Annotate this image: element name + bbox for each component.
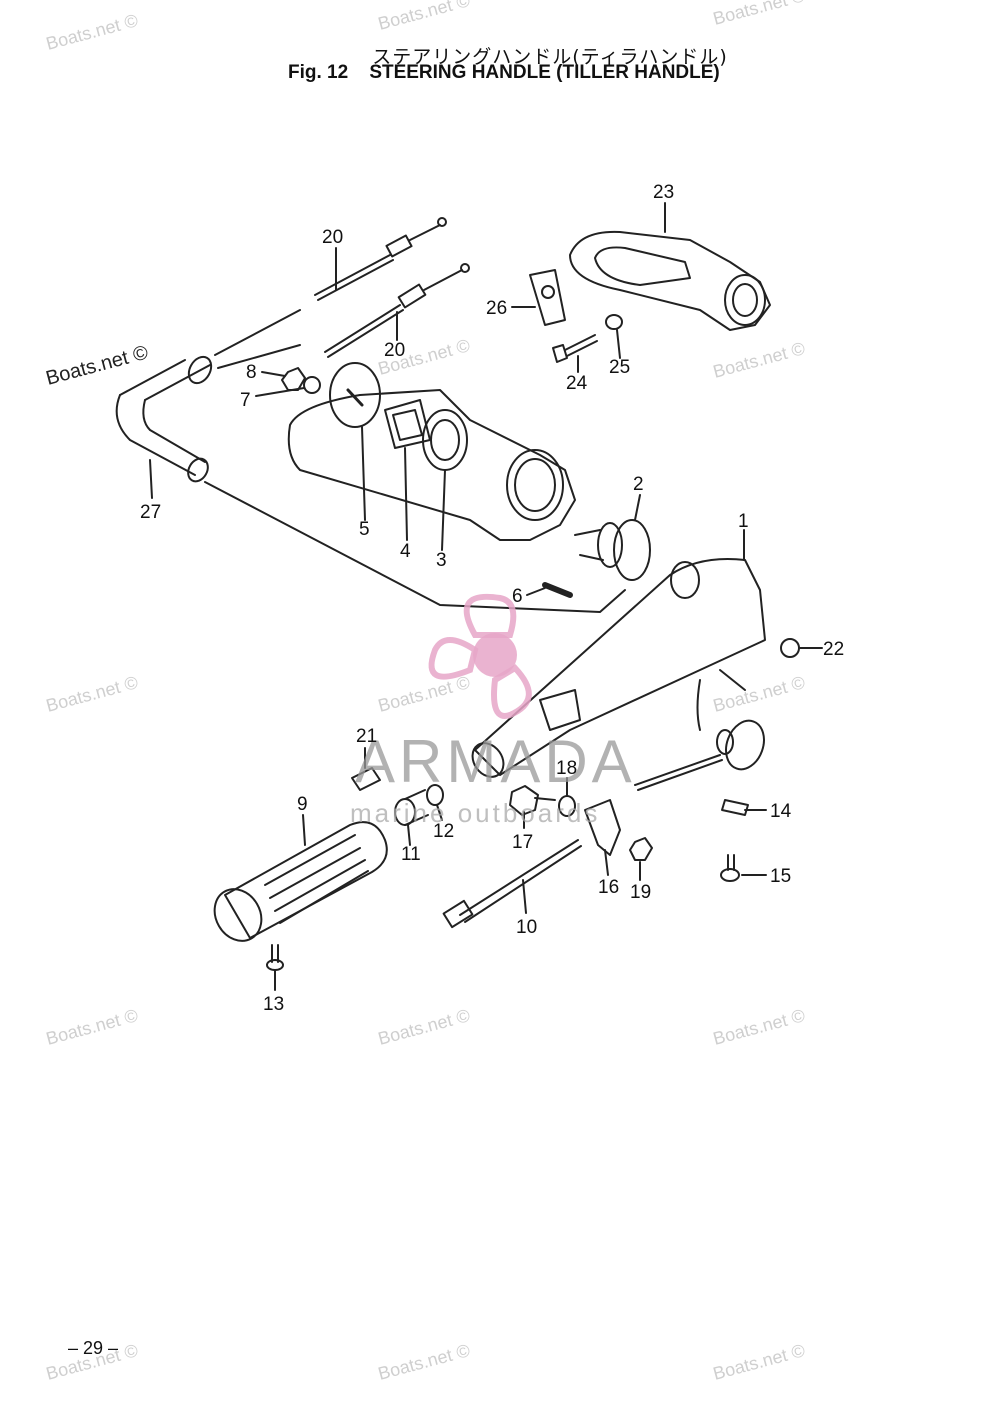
callout-26: 26 <box>486 298 507 319</box>
part-tiller-arm <box>471 558 766 778</box>
part-cap <box>780 638 800 658</box>
watermark-boats-net: Boats.net © <box>711 672 807 716</box>
part-handle-grip <box>213 821 388 942</box>
watermark-boats-net: Boats.net © <box>711 1005 807 1049</box>
part-bolt <box>552 334 598 363</box>
part-screw-13 <box>266 944 284 971</box>
figure-title-english: STEERING HANDLE (TILLER HANDLE) <box>369 62 720 83</box>
callout-11: 11 <box>401 844 421 865</box>
propeller-blade-icon <box>491 664 532 719</box>
part-hose <box>115 355 213 483</box>
callout-2: 2 <box>633 474 644 495</box>
callout-6: 6 <box>512 586 523 607</box>
part-throttle-rod <box>442 839 582 929</box>
part-plate-14 <box>721 799 749 816</box>
callout-23: 23 <box>653 182 674 203</box>
part-handle-bracket <box>569 230 771 331</box>
part-plate <box>329 362 381 428</box>
part-nut <box>281 367 306 391</box>
part-gasket <box>384 399 431 449</box>
callout-10: 10 <box>516 917 537 938</box>
callout-16: 16 <box>598 877 619 898</box>
callout-9: 9 <box>297 794 308 815</box>
part-washer <box>303 376 321 394</box>
watermark-boats-net: Boats.net © <box>376 672 472 716</box>
callout-27: 27 <box>140 502 161 523</box>
part-stud <box>542 582 573 598</box>
callout-18: 18 <box>556 758 577 779</box>
callout-20: 20 <box>322 227 343 248</box>
armada-logo: ARMADA marine outboards <box>350 593 636 828</box>
part-throttle-cable-upper <box>314 217 447 301</box>
page-number: – 29 – <box>68 1338 119 1358</box>
callout-19: 19 <box>630 882 651 903</box>
watermark-boats-net: Boats.net © <box>44 10 140 54</box>
callout-14: 14 <box>770 801 792 822</box>
watermark-boats-net: Boats.net © <box>44 341 151 389</box>
part-screw-15 <box>720 854 740 882</box>
figure-number: Fig. 12 <box>288 62 349 83</box>
watermark-layer: Boats.net © Boats.net © Boats.net © Boat… <box>44 0 808 1384</box>
part-throttle-shaft <box>634 719 765 791</box>
callout-5: 5 <box>359 519 370 540</box>
part-friction-knob <box>509 785 556 816</box>
watermark-boats-net: Boats.net © <box>711 338 807 382</box>
callout-1: 1 <box>738 511 749 532</box>
callout-4: 4 <box>400 541 411 562</box>
part-collar <box>394 789 429 826</box>
callout-24: 24 <box>566 373 588 394</box>
part-grommet <box>574 519 651 581</box>
title-japanese: ステアリングハンドル(ティラハンドル) <box>372 46 728 68</box>
callout-21: 21 <box>356 726 377 747</box>
part-nut-19 <box>629 837 653 861</box>
watermark-boats-net: Boats.net © <box>376 0 472 34</box>
callout-13: 13 <box>263 994 284 1015</box>
brand-tagline: marine outboards <box>350 798 600 828</box>
callout-8: 8 <box>246 362 257 383</box>
parts-line-art <box>115 202 823 991</box>
callout-3: 3 <box>436 550 447 571</box>
part-throttle-cable-lower <box>324 263 470 358</box>
callout-7: 7 <box>240 390 251 411</box>
watermark-boats-net: Boats.net © <box>376 1005 472 1049</box>
part-pin <box>426 784 444 806</box>
brand-name: ARMADA <box>355 728 636 795</box>
propeller-hub-icon <box>473 633 517 677</box>
watermark-boats-net: Boats.net © <box>44 672 140 716</box>
watermark-boats-net: Boats.net © <box>711 1340 807 1384</box>
callout-20-lower: 20 <box>384 340 405 361</box>
part-tiller-housing <box>287 389 576 541</box>
callout-25: 25 <box>609 357 630 378</box>
watermark-boats-net: Boats.net © <box>44 1005 140 1049</box>
callout-22: 22 <box>823 639 844 660</box>
callout-labels: 1 2 3 4 5 6 7 8 9 10 11 12 13 14 15 16 1… <box>140 182 844 1015</box>
watermark-boats-net: Boats.net © <box>711 0 807 29</box>
callout-15: 15 <box>770 866 791 887</box>
watermark-boats-net: Boats.net © <box>376 1340 472 1384</box>
part-clip <box>529 269 566 326</box>
propeller-blade-icon <box>463 593 517 638</box>
propeller-blade-icon <box>428 637 479 680</box>
part-decal <box>351 767 381 791</box>
callout-17: 17 <box>512 832 533 853</box>
part-washer-25 <box>605 314 623 330</box>
callout-12: 12 <box>433 821 454 842</box>
part-throttle-stop <box>584 799 621 856</box>
figure-title: Fig. 12 STEERING HANDLE (TILLER HANDLE) <box>288 62 720 84</box>
